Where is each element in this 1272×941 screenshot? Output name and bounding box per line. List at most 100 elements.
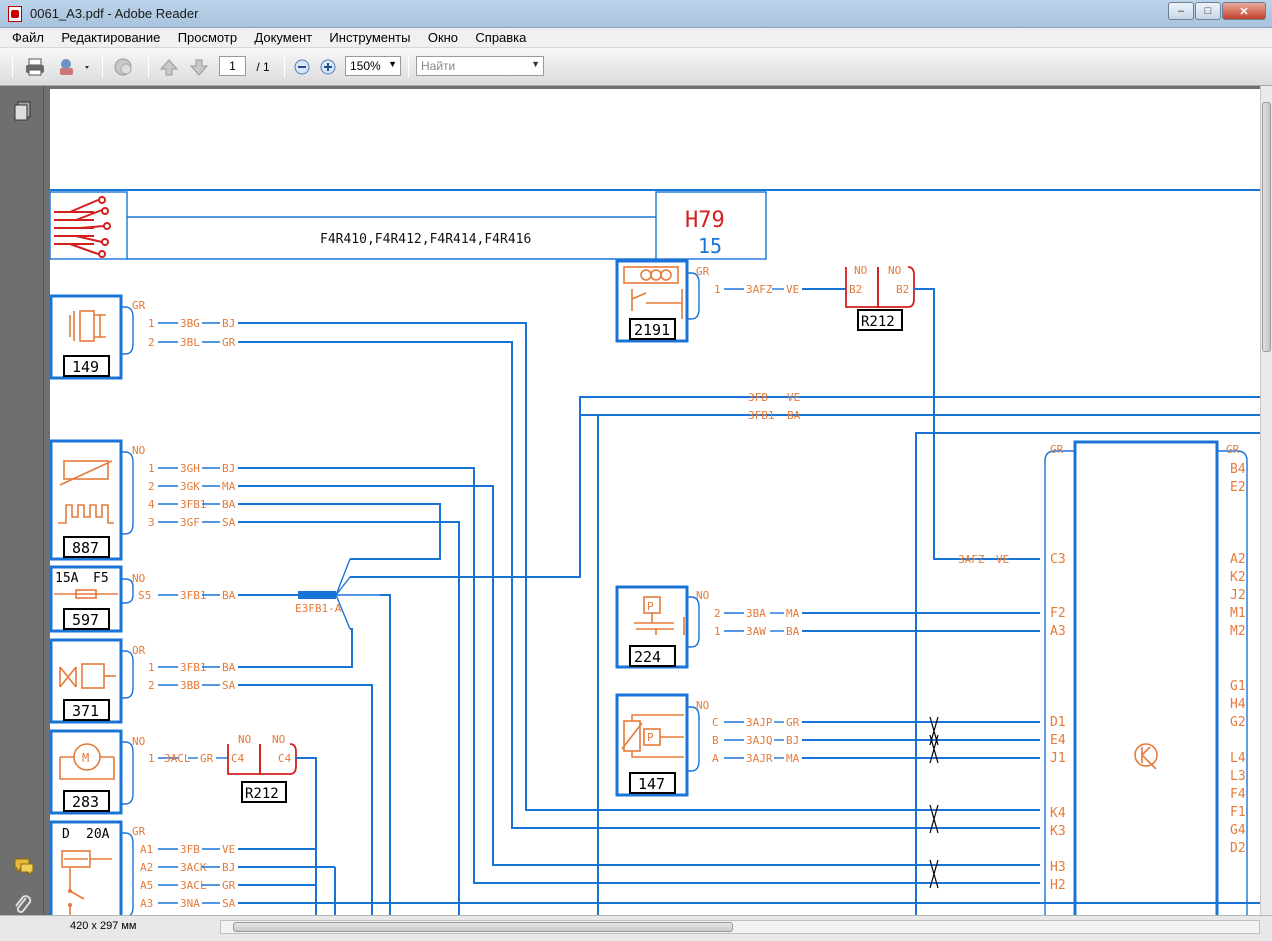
- wire-code: 3FB: [748, 391, 768, 404]
- vertical-scrollbar[interactable]: [1260, 86, 1272, 915]
- menu-file[interactable]: Файл: [12, 30, 44, 45]
- wire-code: 3GH: [180, 462, 200, 475]
- minimize-button[interactable]: –: [1168, 2, 1194, 20]
- fuse-id: F5: [93, 571, 109, 586]
- page-size-label: 420 x 297 мм: [70, 920, 137, 932]
- wire-color: BA: [222, 589, 236, 602]
- next-page-icon[interactable]: [186, 55, 212, 79]
- motor-icon: M: [59, 743, 115, 780]
- pin-label: A3: [140, 897, 153, 910]
- component-label: 371: [72, 702, 99, 720]
- wire-color: VE: [996, 553, 1009, 566]
- component-label: 147: [638, 775, 665, 793]
- wire-color: VE: [787, 391, 800, 404]
- ecu-pin-label: F1: [1230, 805, 1246, 820]
- menu-edit[interactable]: Редактирование: [61, 30, 161, 45]
- ecu-pin-label: A2: [1230, 552, 1246, 567]
- zoom-out-icon[interactable]: [292, 55, 312, 79]
- page-number-input[interactable]: 1: [219, 56, 246, 76]
- pin-label: C: [712, 716, 719, 729]
- component-label: 283: [72, 793, 99, 811]
- valve-icon: [59, 663, 116, 689]
- pin-label: B2: [849, 283, 862, 296]
- toolbar-separator: [102, 56, 103, 78]
- vertical-scroll-thumb[interactable]: [1262, 102, 1271, 352]
- title-bar: 0061_A3.pdf - Adobe Reader – □ ✕: [0, 0, 1272, 28]
- comments-icon[interactable]: [13, 856, 34, 878]
- svg-text:M: M: [82, 751, 89, 765]
- wire-code: 3FB: [180, 843, 200, 856]
- connector-label: NO: [132, 572, 145, 585]
- chevron-down-icon: ▼: [388, 59, 397, 69]
- comment-icon[interactable]: [110, 55, 138, 79]
- ecu-pin-label: J2: [1230, 588, 1246, 603]
- pin-label: 2: [148, 679, 155, 692]
- ecu-pin-label: J1: [1050, 751, 1066, 766]
- connector-label: NO: [272, 733, 285, 746]
- ecu-pin-label: B4: [1230, 462, 1246, 477]
- ecu-logo-icon: [1134, 743, 1158, 770]
- pdf-app-icon: [8, 6, 22, 22]
- bus-lines: 3FB VE 3FB1 BA: [580, 391, 1260, 915]
- wire-color: BJ: [786, 734, 799, 747]
- connector-label: GR: [1226, 443, 1240, 456]
- wire-code: 3AW: [746, 625, 766, 638]
- search-placeholder: Найти: [421, 59, 456, 73]
- svg-text:P: P: [647, 731, 654, 744]
- toolbar: 1 / 1 150% ▼ Найти ▼: [0, 48, 1272, 86]
- connector-label: NO: [132, 444, 145, 457]
- component-597: 597 15A F5 NO S5 3FB1 BA: [50, 565, 298, 633]
- toolbar-separator: [284, 56, 285, 78]
- print-icon[interactable]: [22, 55, 48, 79]
- search-input[interactable]: Найти ▼: [416, 56, 544, 76]
- close-button[interactable]: ✕: [1222, 2, 1266, 20]
- ecu-pin-label: K3: [1050, 824, 1066, 839]
- horizontal-scrollbar[interactable]: [220, 920, 1260, 934]
- window-controls: – □ ✕: [1167, 2, 1266, 20]
- wire-code: 3ACL: [164, 752, 191, 765]
- menu-view[interactable]: Просмотр: [177, 30, 238, 45]
- menu-window[interactable]: Окно: [427, 30, 459, 45]
- fuse-icon: [54, 589, 118, 599]
- ecu-pin-label: D1: [1050, 715, 1066, 730]
- pages-icon[interactable]: [13, 100, 33, 122]
- wire-code: 3AFZ: [746, 283, 773, 296]
- relay-icon: [61, 850, 112, 915]
- component-relay-box: D 20A GR A1 A2 A5 A3 3FB VE 3ACK BJ: [50, 820, 1260, 915]
- window-title: 0061_A3.pdf - Adobe Reader: [30, 6, 199, 21]
- ecu-pin-label: C3: [1050, 552, 1066, 567]
- header-frame: F4R410,F4R412,F4R414,F4R416 H79 15: [50, 189, 1260, 260]
- splice-label: E3FB1-A: [295, 602, 342, 615]
- menu-tools[interactable]: Инструменты: [329, 30, 411, 45]
- pdf-page: .bl { stroke:#1a74d8; fill:none; stroke-…: [50, 89, 1260, 915]
- wire-code: 3FB1: [180, 589, 207, 602]
- ecu-pin-label: L3: [1230, 769, 1246, 784]
- connector-label: GR: [1050, 443, 1064, 456]
- share-icon[interactable]: [56, 55, 94, 79]
- ecu-pin-label: E2: [1230, 480, 1246, 495]
- horizontal-scroll-thumb[interactable]: [233, 922, 733, 932]
- heater-relay-icon: [623, 266, 683, 319]
- pin-label: 1: [714, 625, 721, 638]
- wire-code: 3ACK: [180, 861, 207, 874]
- wire-code: 3BL: [180, 336, 200, 349]
- maximize-button[interactable]: □: [1195, 2, 1221, 20]
- document-viewport[interactable]: .bl { stroke:#1a74d8; fill:none; stroke-…: [44, 86, 1260, 915]
- previous-page-icon[interactable]: [156, 55, 182, 79]
- diagram-number: 15: [698, 234, 722, 258]
- zoom-select[interactable]: 150% ▼: [345, 56, 401, 76]
- menu-document[interactable]: Документ: [254, 30, 313, 45]
- wire-code: 3AJP: [746, 716, 773, 729]
- twisted-pair-marks: [929, 716, 939, 889]
- wire-color: BA: [786, 625, 800, 638]
- connector-label: GR: [696, 265, 710, 278]
- ecu-pin-label: D2: [1230, 841, 1246, 856]
- menu-help[interactable]: Справка: [475, 30, 527, 45]
- ecu-pin-label: E4: [1050, 733, 1066, 748]
- fuse-letter: D: [62, 827, 70, 842]
- wire-code: 3NA: [180, 897, 200, 910]
- zoom-in-icon[interactable]: [318, 55, 338, 79]
- attachments-icon[interactable]: [13, 894, 33, 916]
- pin-label: C4: [278, 752, 292, 765]
